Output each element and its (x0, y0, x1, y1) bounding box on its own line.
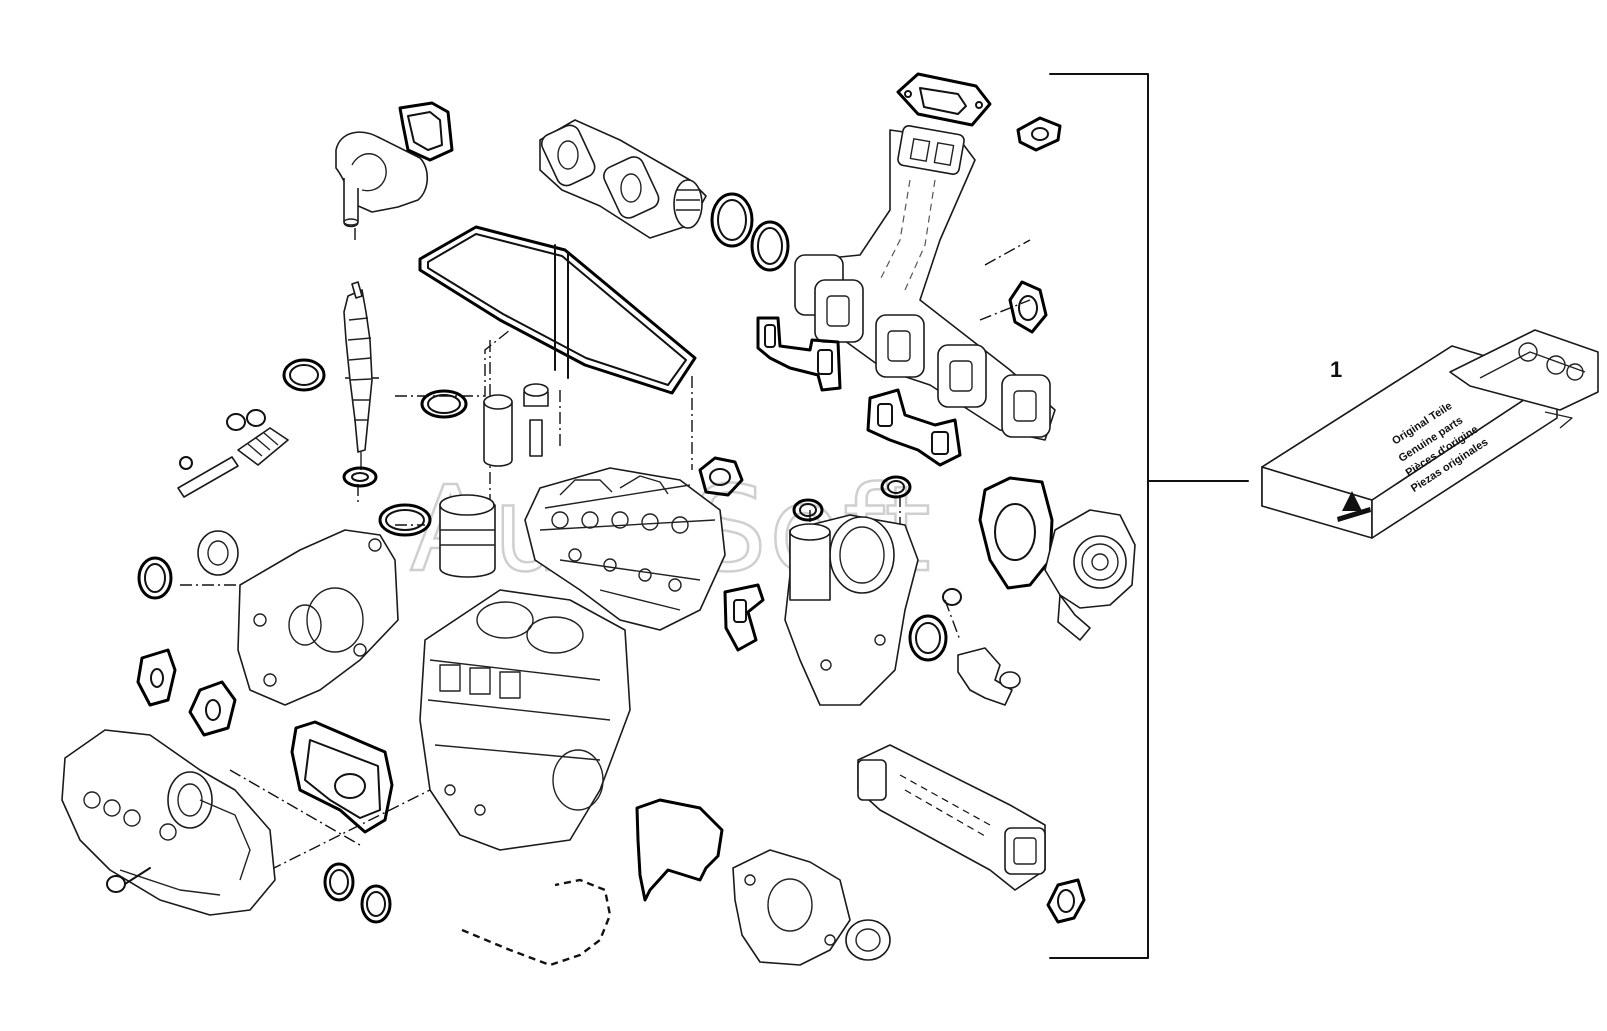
sleeve-o-ring (378, 503, 432, 537)
coolant-outlet-housing (784, 514, 919, 706)
injector-o-ring (282, 358, 326, 392)
timing-case-gasket (635, 798, 724, 902)
turbo-flange-gasket (896, 72, 992, 127)
gasket-kit-box: Original Teile Genuine parts Pièces d'or… (1261, 329, 1599, 539)
brand-logo-icon (1337, 491, 1371, 522)
oil-filter-housing (61, 729, 276, 916)
bottom-o-rings (323, 862, 392, 924)
head-cover-gasket-small (698, 456, 744, 497)
cylinder-sleeve (439, 494, 496, 578)
egr-cooler (857, 744, 1046, 891)
coolant-seal-ring-top (792, 498, 824, 522)
kit-gasket-sheet (1449, 329, 1599, 429)
crankshaft-seal-front (197, 530, 239, 576)
engine-block (419, 589, 631, 851)
fuel-pressure-pipe-connector (177, 427, 289, 498)
front-cover-o-ring (137, 556, 173, 600)
water-pump-small-ring (942, 588, 962, 606)
thermostat-ring (908, 614, 948, 662)
valve-guide-seal-ring (420, 389, 468, 419)
oil-cooler-gaskets (136, 648, 237, 737)
oil-drain-plug-seal (106, 867, 151, 893)
water-pump-gasket (978, 476, 1054, 590)
callout-number-1: 1 (1330, 357, 1342, 382)
small-flange-gasket-top (1016, 116, 1062, 152)
small-o-rings (179, 409, 266, 470)
rear-crank-seal (845, 919, 891, 961)
cylinder-head (524, 467, 726, 631)
thermostat (957, 647, 1021, 706)
valve-cover-gasket (418, 225, 697, 395)
oil-pan-gasket (290, 720, 394, 834)
exhaust-manifold-rings (710, 192, 790, 272)
cylinder-liner-small (483, 394, 513, 467)
oil-pump-housing (732, 849, 851, 966)
egr-valve-gasket (723, 583, 765, 652)
valve-stem-seal (523, 383, 549, 457)
small-flange-gasket-mid (1008, 280, 1048, 334)
thermostat-elbow-housing (335, 131, 429, 228)
manifold-gasket-pair (866, 388, 962, 467)
exhaust-manifold-upper (539, 119, 707, 239)
injector-seal-washer (342, 466, 378, 488)
elbow-gasket (398, 101, 454, 162)
coolant-seal-ring-right (880, 475, 912, 499)
egr-cooler-gasket (1046, 878, 1086, 924)
fuel-injector (343, 281, 373, 470)
manifold-gaskets-left (756, 316, 842, 392)
water-pump (1044, 509, 1136, 641)
kit-bracket (1049, 73, 1249, 959)
exhaust-manifold-main (794, 125, 1056, 441)
oil-sump-gasket-lower (461, 878, 612, 967)
front-cover-housing (237, 529, 399, 706)
